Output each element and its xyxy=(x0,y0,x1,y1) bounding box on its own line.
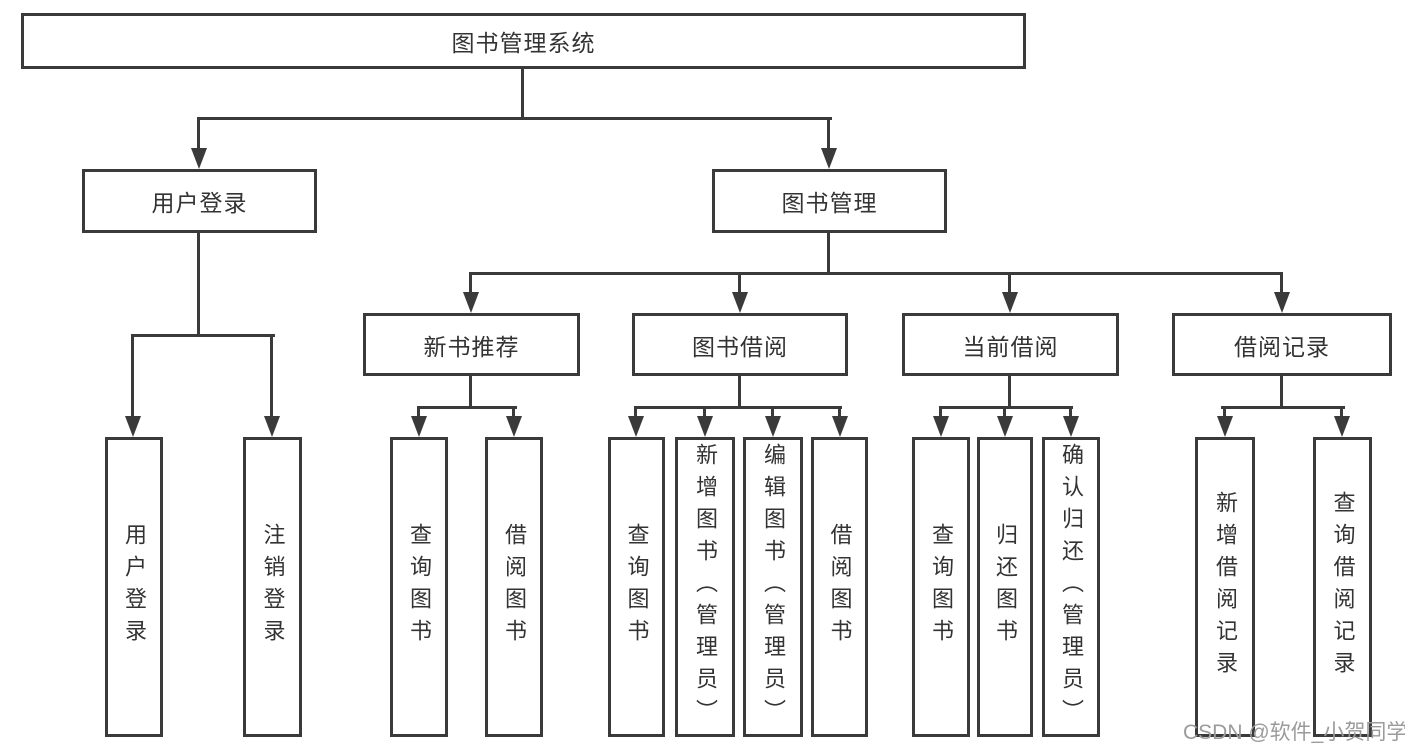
connector-line xyxy=(738,376,741,409)
arrow-down-icon xyxy=(697,416,713,437)
leaf-user-login-label: 用户登录 xyxy=(122,523,147,651)
connector-line xyxy=(197,117,832,120)
connector-line xyxy=(827,117,830,149)
connector-line xyxy=(131,334,275,337)
connector-line xyxy=(469,272,472,294)
arrow-down-icon xyxy=(506,416,522,437)
node-user-login: 用户登录 xyxy=(82,169,317,233)
connector-line xyxy=(197,233,200,337)
csdn-watermark: CSDN @软件_小贺同学 xyxy=(1183,721,1405,744)
leaf-add-books-admin: 新增图书（管理员） xyxy=(675,437,735,737)
node-current-borrowing: 当前借阅 xyxy=(902,313,1119,376)
leaf-query-books-recommend-label: 查询图书 xyxy=(407,523,432,651)
arrow-down-icon xyxy=(628,416,644,437)
leaf-query-books-recommend: 查询图书 xyxy=(390,437,448,737)
arrow-down-icon xyxy=(933,416,949,437)
connector-line xyxy=(939,406,942,418)
node-book-management-label: 图书管理 xyxy=(781,190,878,216)
node-current-borrowing-label: 当前借阅 xyxy=(962,333,1059,360)
connector-line xyxy=(1221,406,1345,409)
arrow-down-icon xyxy=(821,148,837,169)
connector-line xyxy=(417,406,420,418)
connector-line xyxy=(270,334,273,417)
node-user-login-label: 用户登录 xyxy=(151,190,248,216)
leaf-confirm-return-admin: 确认归还（管理员） xyxy=(1042,437,1100,737)
arrow-down-icon xyxy=(1002,292,1018,313)
connector-line xyxy=(1008,272,1011,294)
connector-line xyxy=(469,376,472,409)
connector-line xyxy=(703,406,706,418)
connector-line xyxy=(521,69,524,118)
arrow-down-icon xyxy=(191,148,207,169)
leaf-add-borrow-record-label: 新增借阅记录 xyxy=(1213,491,1238,683)
leaf-add-books-admin-label: 新增图书（管理员） xyxy=(693,443,718,731)
arrow-down-icon xyxy=(1334,416,1350,437)
node-borrowing-records-label: 借阅记录 xyxy=(1234,333,1330,360)
arrow-down-icon xyxy=(125,416,141,437)
connector-line xyxy=(939,406,1073,409)
arrow-down-icon xyxy=(765,416,781,437)
leaf-confirm-return-admin-label: 确认归还（管理员） xyxy=(1059,443,1084,731)
arrow-down-icon xyxy=(832,416,848,437)
leaf-return-books: 归还图书 xyxy=(977,437,1033,737)
connector-line xyxy=(1280,272,1283,294)
connector-line xyxy=(771,406,774,418)
connector-line xyxy=(197,117,200,149)
leaf-return-books-label: 归还图书 xyxy=(993,523,1018,651)
node-new-book-recommend: 新书推荐 xyxy=(363,313,580,376)
leaf-query-books-borrowing-label: 查询图书 xyxy=(624,523,650,651)
connector-line xyxy=(131,334,134,417)
connector-line xyxy=(634,406,842,409)
arrow-down-icon xyxy=(1274,292,1290,313)
connector-line xyxy=(469,272,1283,275)
arrow-down-icon xyxy=(732,292,748,313)
connector-line xyxy=(1223,406,1226,418)
leaf-edit-books-admin-label: 编辑图书（管理员） xyxy=(761,443,786,731)
leaf-logout-label: 注销登录 xyxy=(260,523,286,651)
connector-line xyxy=(738,272,741,294)
leaf-borrow-books: 借阅图书 xyxy=(811,437,868,737)
connector-line xyxy=(1008,376,1011,409)
node-new-book-recommend-label: 新书推荐 xyxy=(423,333,520,360)
arrow-down-icon xyxy=(411,416,427,437)
leaf-edit-books-admin: 编辑图书（管理员） xyxy=(743,437,803,737)
leaf-query-books-borrowing: 查询图书 xyxy=(608,437,665,737)
leaf-query-books-current: 查询图书 xyxy=(912,437,970,737)
arrow-down-icon xyxy=(1217,416,1233,437)
connector-line xyxy=(1340,406,1343,418)
connector-line xyxy=(512,406,515,418)
connector-line xyxy=(1280,376,1283,409)
arrow-down-icon xyxy=(264,416,280,437)
leaf-add-borrow-record: 新增借阅记录 xyxy=(1195,437,1255,737)
leaf-borrow-books-recommend: 借阅图书 xyxy=(485,437,543,737)
arrow-down-icon xyxy=(463,292,479,313)
node-book-management: 图书管理 xyxy=(712,169,947,233)
leaf-query-borrow-record: 查询借阅记录 xyxy=(1313,437,1372,737)
leaf-borrow-books-label: 借阅图书 xyxy=(827,523,853,651)
connector-line xyxy=(1003,406,1006,418)
connector-line xyxy=(827,233,830,275)
arrow-down-icon xyxy=(1063,416,1079,437)
leaf-logout: 注销登录 xyxy=(243,437,302,737)
node-root-label: 图书管理系统 xyxy=(451,30,596,56)
leaf-borrow-books-recommend-label: 借阅图书 xyxy=(502,523,527,651)
node-book-borrowing-label: 图书借阅 xyxy=(692,333,788,360)
leaf-user-login: 用户登录 xyxy=(105,437,163,737)
connector-line xyxy=(417,406,517,409)
leaf-query-books-current-label: 查询图书 xyxy=(929,523,954,651)
node-root: 图书管理系统 xyxy=(21,13,1026,69)
connector-line xyxy=(1069,406,1072,418)
leaf-query-borrow-record-label: 查询借阅记录 xyxy=(1330,491,1356,683)
node-book-borrowing: 图书借阅 xyxy=(632,313,848,376)
arrow-down-icon xyxy=(997,416,1013,437)
connector-line xyxy=(634,406,637,418)
node-borrowing-records: 借阅记录 xyxy=(1172,313,1392,376)
connector-line xyxy=(838,406,841,418)
